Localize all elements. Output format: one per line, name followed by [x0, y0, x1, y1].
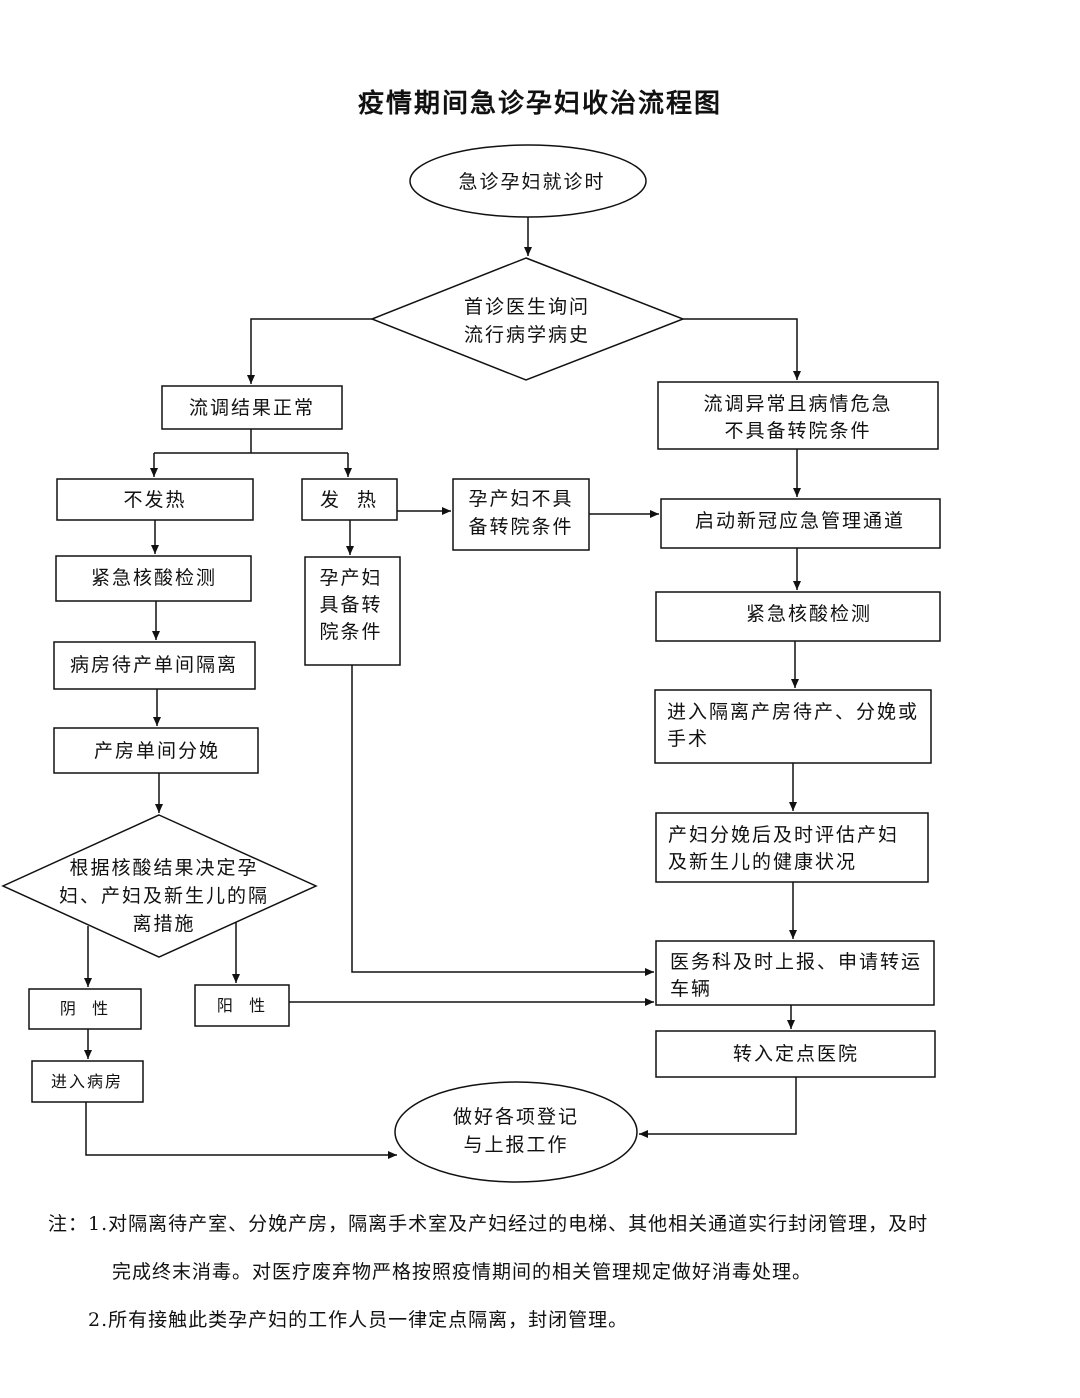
nucleic-test-right-label: 紧急核酸检测 — [746, 603, 872, 625]
emergency-channel-box — [660, 498, 941, 549]
single-delivery-box — [53, 727, 259, 774]
designated-hospital-label: 转入定点医院 — [733, 1043, 859, 1065]
fever-label: 发 热 — [320, 489, 378, 511]
ward-isolation-label: 病房待产单间隔离 — [70, 654, 238, 676]
negative-label: 阴 性 — [60, 999, 110, 1018]
first-diagnosis-label-line1: 首诊医生询问 — [464, 296, 590, 318]
end-label-line2: 与上报工作 — [463, 1134, 568, 1156]
isolation-delivery-label-line1: 进入隔离产房待产、分娩或 — [667, 701, 919, 723]
chart-title: 疫情期间急诊孕妇收治流程图 — [358, 88, 722, 119]
nucleic-test-left-box — [55, 555, 252, 602]
notes-prefix: 注： — [48, 1213, 89, 1235]
abnormal-result-label-line1: 流调异常且病情危急 — [703, 393, 892, 415]
notes-section: 注：1.对隔离待产室、分娩产房，隔离手术室及产妇经过的电梯、其他相关通道实行封闭… — [48, 1200, 1048, 1344]
note-item-2: 2.所有接触此类孕产妇的工作人员一律定点隔离，封闭管理。 — [88, 1309, 629, 1331]
ward-isolation-box — [53, 641, 256, 690]
no-fever-label: 不发热 — [123, 489, 186, 511]
note-item-1-line-2: 完成终末消毒。对医疗废弃物严格按照疫情期间的相关管理规定做好消毒处理。 — [112, 1261, 813, 1283]
isolation-delivery-label-line2: 手术 — [667, 728, 709, 750]
nucleic-test-right-box — [655, 591, 941, 642]
decision-diamond — [1, 814, 318, 958]
not-transferable-label-line2: 备转院条件 — [468, 516, 573, 538]
abnormal-result-box — [657, 381, 939, 450]
normal-result-label: 流调结果正常 — [189, 397, 315, 419]
assessment-box — [655, 812, 929, 883]
transferable-label-line3: 院条件 — [319, 621, 382, 643]
arrow-diamond-to-abnormal — [683, 318, 801, 380]
assessment-label-line1: 产妇分娩后及时评估产妇 — [668, 824, 899, 846]
arrow-enter-ward-to-end — [85, 1102, 397, 1159]
arrow-diamond-to-normal — [247, 318, 372, 384]
positive-label: 阳 性 — [217, 996, 267, 1015]
end-ellipse — [394, 1081, 638, 1183]
decision-label-line2: 妇、产妇及新生儿的隔 — [59, 885, 269, 907]
enter-ward-label: 进入病房 — [51, 1072, 123, 1091]
note-item-1-text-a: 1.对隔离待产室、分娩产房，隔离手术室及产妇经过的电梯、其他相关通道实行封闭管理… — [88, 1213, 929, 1235]
arrow-hospital-to-end — [639, 1077, 797, 1138]
flowchart: 疫情期间急诊孕妇收治流程图 — [1, 88, 941, 1183]
assessment-label-line2: 及新生儿的健康状况 — [668, 851, 857, 873]
transferable-label-line2: 具备转 — [319, 594, 382, 616]
report-transfer-label-line2: 车辆 — [670, 978, 712, 1000]
negative-box — [28, 988, 142, 1030]
decision-label-line3: 离措施 — [132, 913, 195, 935]
positive-box — [194, 984, 290, 1027]
report-transfer-label-line1: 医务科及时上报、申请转运 — [670, 951, 922, 973]
arrow-transferable-to-report — [351, 665, 654, 976]
not-transferable-label-line1: 孕产妇不具 — [468, 488, 573, 510]
start-label: 急诊孕妇就诊时 — [458, 171, 605, 193]
nucleic-test-left-label: 紧急核酸检测 — [91, 567, 217, 589]
abnormal-result-label-line2: 不具备转院条件 — [724, 420, 871, 442]
first-diagnosis-label-line2: 流行病学病史 — [464, 324, 590, 346]
emergency-channel-label: 启动新冠应急管理通道 — [695, 510, 905, 532]
enter-ward-box — [31, 1060, 144, 1103]
decision-label-line1: 根据核酸结果决定孕 — [69, 857, 258, 879]
report-transfer-box — [655, 940, 935, 1006]
end-label-line1: 做好各项登记 — [453, 1106, 579, 1128]
transferable-label-line1: 孕产妇 — [319, 567, 382, 589]
note-item-1-line-1: 注：1.对隔离待产室、分娩产房，隔离手术室及产妇经过的电梯、其他相关通道实行封闭… — [48, 1200, 1048, 1248]
single-delivery-label: 产房单间分娩 — [94, 740, 220, 762]
first-diagnosis-diamond — [369, 257, 686, 381]
normal-result-box — [161, 385, 343, 430]
